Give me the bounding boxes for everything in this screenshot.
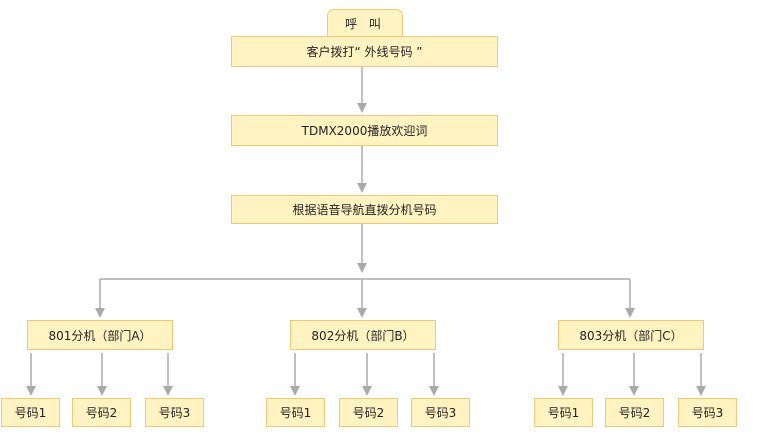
step-voice-navigation: 根据语音导航直拨分机号码: [231, 195, 498, 224]
step-dial-external-number: 客户拨打“ 外线号码 ”: [231, 36, 498, 67]
leaf-b-number-1: 号码1: [266, 398, 325, 427]
leaf-c-number-3: 号码3: [678, 398, 737, 427]
leaf-a-number-2: 号码2: [72, 398, 131, 427]
leaf-c-number-1: 号码1: [534, 398, 593, 427]
leaf-a-number-3: 号码3: [145, 398, 204, 427]
branch-extension-803: 803分机（部门C）: [558, 320, 704, 350]
leaf-a-number-1: 号码1: [1, 398, 60, 427]
branch-extension-802: 802分机（部门B）: [290, 320, 436, 350]
call-header-tab: 呼 叫: [327, 9, 403, 37]
leaf-c-number-2: 号码2: [605, 398, 664, 427]
leaf-b-number-2: 号码2: [339, 398, 398, 427]
branch-extension-801: 801分机（部门A）: [27, 320, 173, 350]
step-play-welcome: TDMX2000播放欢迎词: [231, 115, 498, 146]
leaf-b-number-3: 号码3: [411, 398, 470, 427]
